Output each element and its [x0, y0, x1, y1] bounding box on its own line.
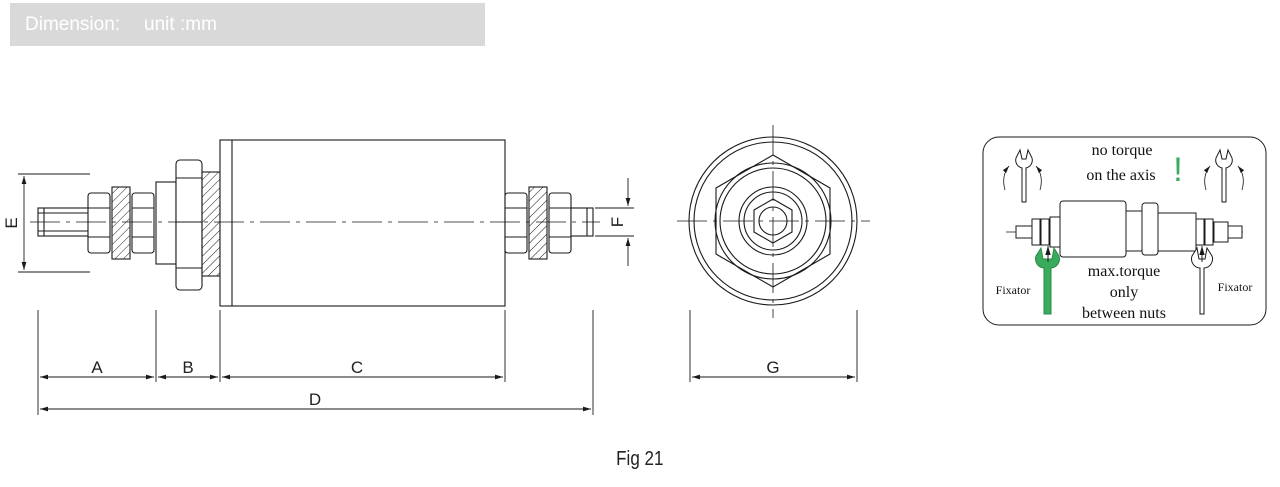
no-torque-line2: on the axis	[1086, 167, 1155, 184]
side-dimension-labels: A B C D E F	[2, 217, 627, 409]
dimension-label: Dimension:	[25, 13, 121, 35]
dim-label-d: D	[309, 390, 321, 409]
dim-label-b: B	[182, 358, 193, 377]
side-view	[30, 139, 600, 307]
assembly-sketch	[1006, 200, 1243, 258]
torque-instruction-panel: no torque on the axis ! max.torque only …	[982, 136, 1267, 326]
left-nut-pair	[87, 186, 155, 260]
figure-caption-text: Fig 21	[616, 448, 664, 470]
max-torque-line2: only	[1110, 284, 1138, 301]
fixator-wrench-icon	[1191, 246, 1213, 315]
dimension-banner: Dimension: unit :mm	[10, 3, 485, 46]
green-wrench-icon	[1035, 246, 1060, 315]
exclamation-mark: !	[1173, 151, 1182, 189]
fixator-label-left: Fixator	[996, 283, 1031, 297]
fixator-label-right: Fixator	[1218, 280, 1253, 294]
end-view-dimension	[689, 310, 858, 382]
wrench-icon	[1002, 148, 1043, 203]
dim-label-a: A	[91, 358, 103, 377]
figure-caption: Fig 21	[0, 448, 1280, 471]
wrench-icon	[1203, 148, 1245, 203]
max-torque-line3: between nuts	[1082, 305, 1166, 322]
dim-label-c: C	[351, 358, 363, 377]
unit-label: unit :mm	[144, 13, 217, 35]
no-torque-line1: no torque	[1092, 142, 1153, 159]
max-torque-line1: max.torque	[1088, 263, 1160, 280]
end-view	[677, 125, 870, 318]
dim-label-e: E	[2, 217, 21, 228]
base-hex-nut	[155, 159, 221, 291]
body-cylinder	[219, 139, 506, 307]
side-dimensions	[18, 173, 634, 415]
dim-label-f: F	[608, 217, 627, 227]
dim-label-g: G	[766, 358, 779, 377]
right-nut-pair	[504, 186, 572, 260]
